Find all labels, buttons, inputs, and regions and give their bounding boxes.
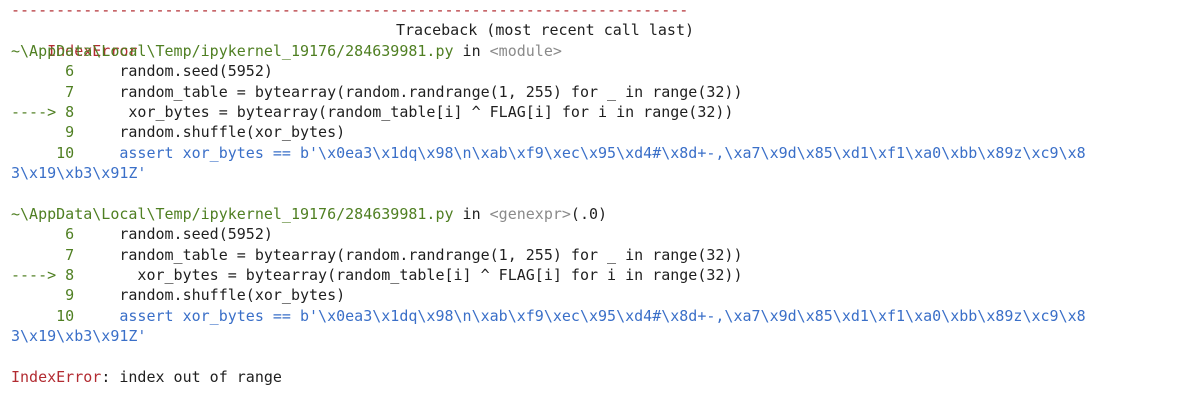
current-line-arrow: ----> 8 <box>11 266 84 285</box>
line-number: 10 <box>11 143 84 162</box>
line-number: 9 <box>11 286 84 305</box>
traceback-frame: ~\AppData\Local\Temp/ipykernel_19176/284… <box>11 41 1189 184</box>
code-line-wrap: 3\x19\xb3\x91Z' <box>11 163 1189 183</box>
code-line: 7 random_table = bytearray(random.randra… <box>11 245 1189 265</box>
frame-header: ~\AppData\Local\Temp/ipykernel_19176/284… <box>11 204 1189 224</box>
frame-context: <genexpr> <box>489 204 571 223</box>
error-summary: IndexError: index out of range <box>11 367 1189 387</box>
traceback-output: ----------------------------------------… <box>11 0 1189 387</box>
code-text: assert xor_bytes == b'\x0ea3\x1dq\x98\n\… <box>83 306 1086 325</box>
blank-line <box>11 184 1189 204</box>
separator-line: ----------------------------------------… <box>11 1 689 19</box>
frame-file-path: ~\AppData\Local\Temp/ipykernel_19176/284… <box>11 41 454 60</box>
blank-line <box>11 347 1189 367</box>
traceback-frame: ~\AppData\Local\Temp/ipykernel_19176/284… <box>11 204 1189 347</box>
code-text: random.seed(5952) <box>83 225 273 244</box>
code-text: assert xor_bytes == b'\x0ea3\x1dq\x98\n\… <box>83 143 1086 162</box>
line-number: 7 <box>11 82 84 101</box>
code-text: xor_bytes = bytearray(random_table[i] ^ … <box>83 102 734 121</box>
code-line: 9 random.shuffle(xor_bytes) <box>11 285 1189 305</box>
current-line-arrow: ----> 8 <box>11 102 84 121</box>
final-error-type: IndexError <box>11 368 102 387</box>
line-number: 6 <box>11 225 84 244</box>
line-number: 6 <box>11 62 84 81</box>
code-line-current: ----> 8 xor_bytes = bytearray(random_tab… <box>11 265 1189 285</box>
code-text: random.shuffle(xor_bytes) <box>83 286 346 305</box>
code-text: random.seed(5952) <box>83 62 273 81</box>
code-text: xor_bytes = bytearray(random_table[i] ^ … <box>83 266 743 285</box>
code-line-wrap: 3\x19\xb3\x91Z' <box>11 326 1189 346</box>
frame-file-path: ~\AppData\Local\Temp/ipykernel_19176/284… <box>11 204 454 223</box>
code-text: 3\x19\xb3\x91Z' <box>11 164 147 183</box>
line-number: 7 <box>11 245 84 264</box>
frame-context-suffix: (.0) <box>570 204 608 223</box>
traceback-header: IndexError Traceback (most recent call l… <box>11 20 1189 59</box>
frame-in-label: in <box>453 204 490 223</box>
code-line: 9 random.shuffle(xor_bytes) <box>11 122 1189 142</box>
code-line: 10 assert xor_bytes == b'\x0ea3\x1dq\x98… <box>11 306 1189 326</box>
line-number: 9 <box>11 123 84 142</box>
frame-in-label: in <box>453 41 490 60</box>
code-text: 3\x19\xb3\x91Z' <box>11 327 147 346</box>
code-line: 10 assert xor_bytes == b'\x0ea3\x1dq\x98… <box>11 143 1189 163</box>
traceback-title: Traceback (most recent call last) <box>396 21 695 40</box>
code-text: random_table = bytearray(random.randrang… <box>83 245 743 264</box>
frame-header: ~\AppData\Local\Temp/ipykernel_19176/284… <box>11 41 1189 61</box>
line-number: 10 <box>11 306 84 325</box>
code-text: random.shuffle(xor_bytes) <box>83 123 346 142</box>
error-type-label: IndexError <box>47 41 138 60</box>
code-line: 7 random_table = bytearray(random.randra… <box>11 82 1189 102</box>
code-line: 6 random.seed(5952) <box>11 61 1189 81</box>
error-message: : index out of range <box>101 368 282 387</box>
code-text: random_table = bytearray(random.randrang… <box>83 82 743 101</box>
code-line: 6 random.seed(5952) <box>11 224 1189 244</box>
code-line-current: ----> 8 xor_bytes = bytearray(random_tab… <box>11 102 1189 122</box>
frame-context: <module> <box>489 41 562 60</box>
